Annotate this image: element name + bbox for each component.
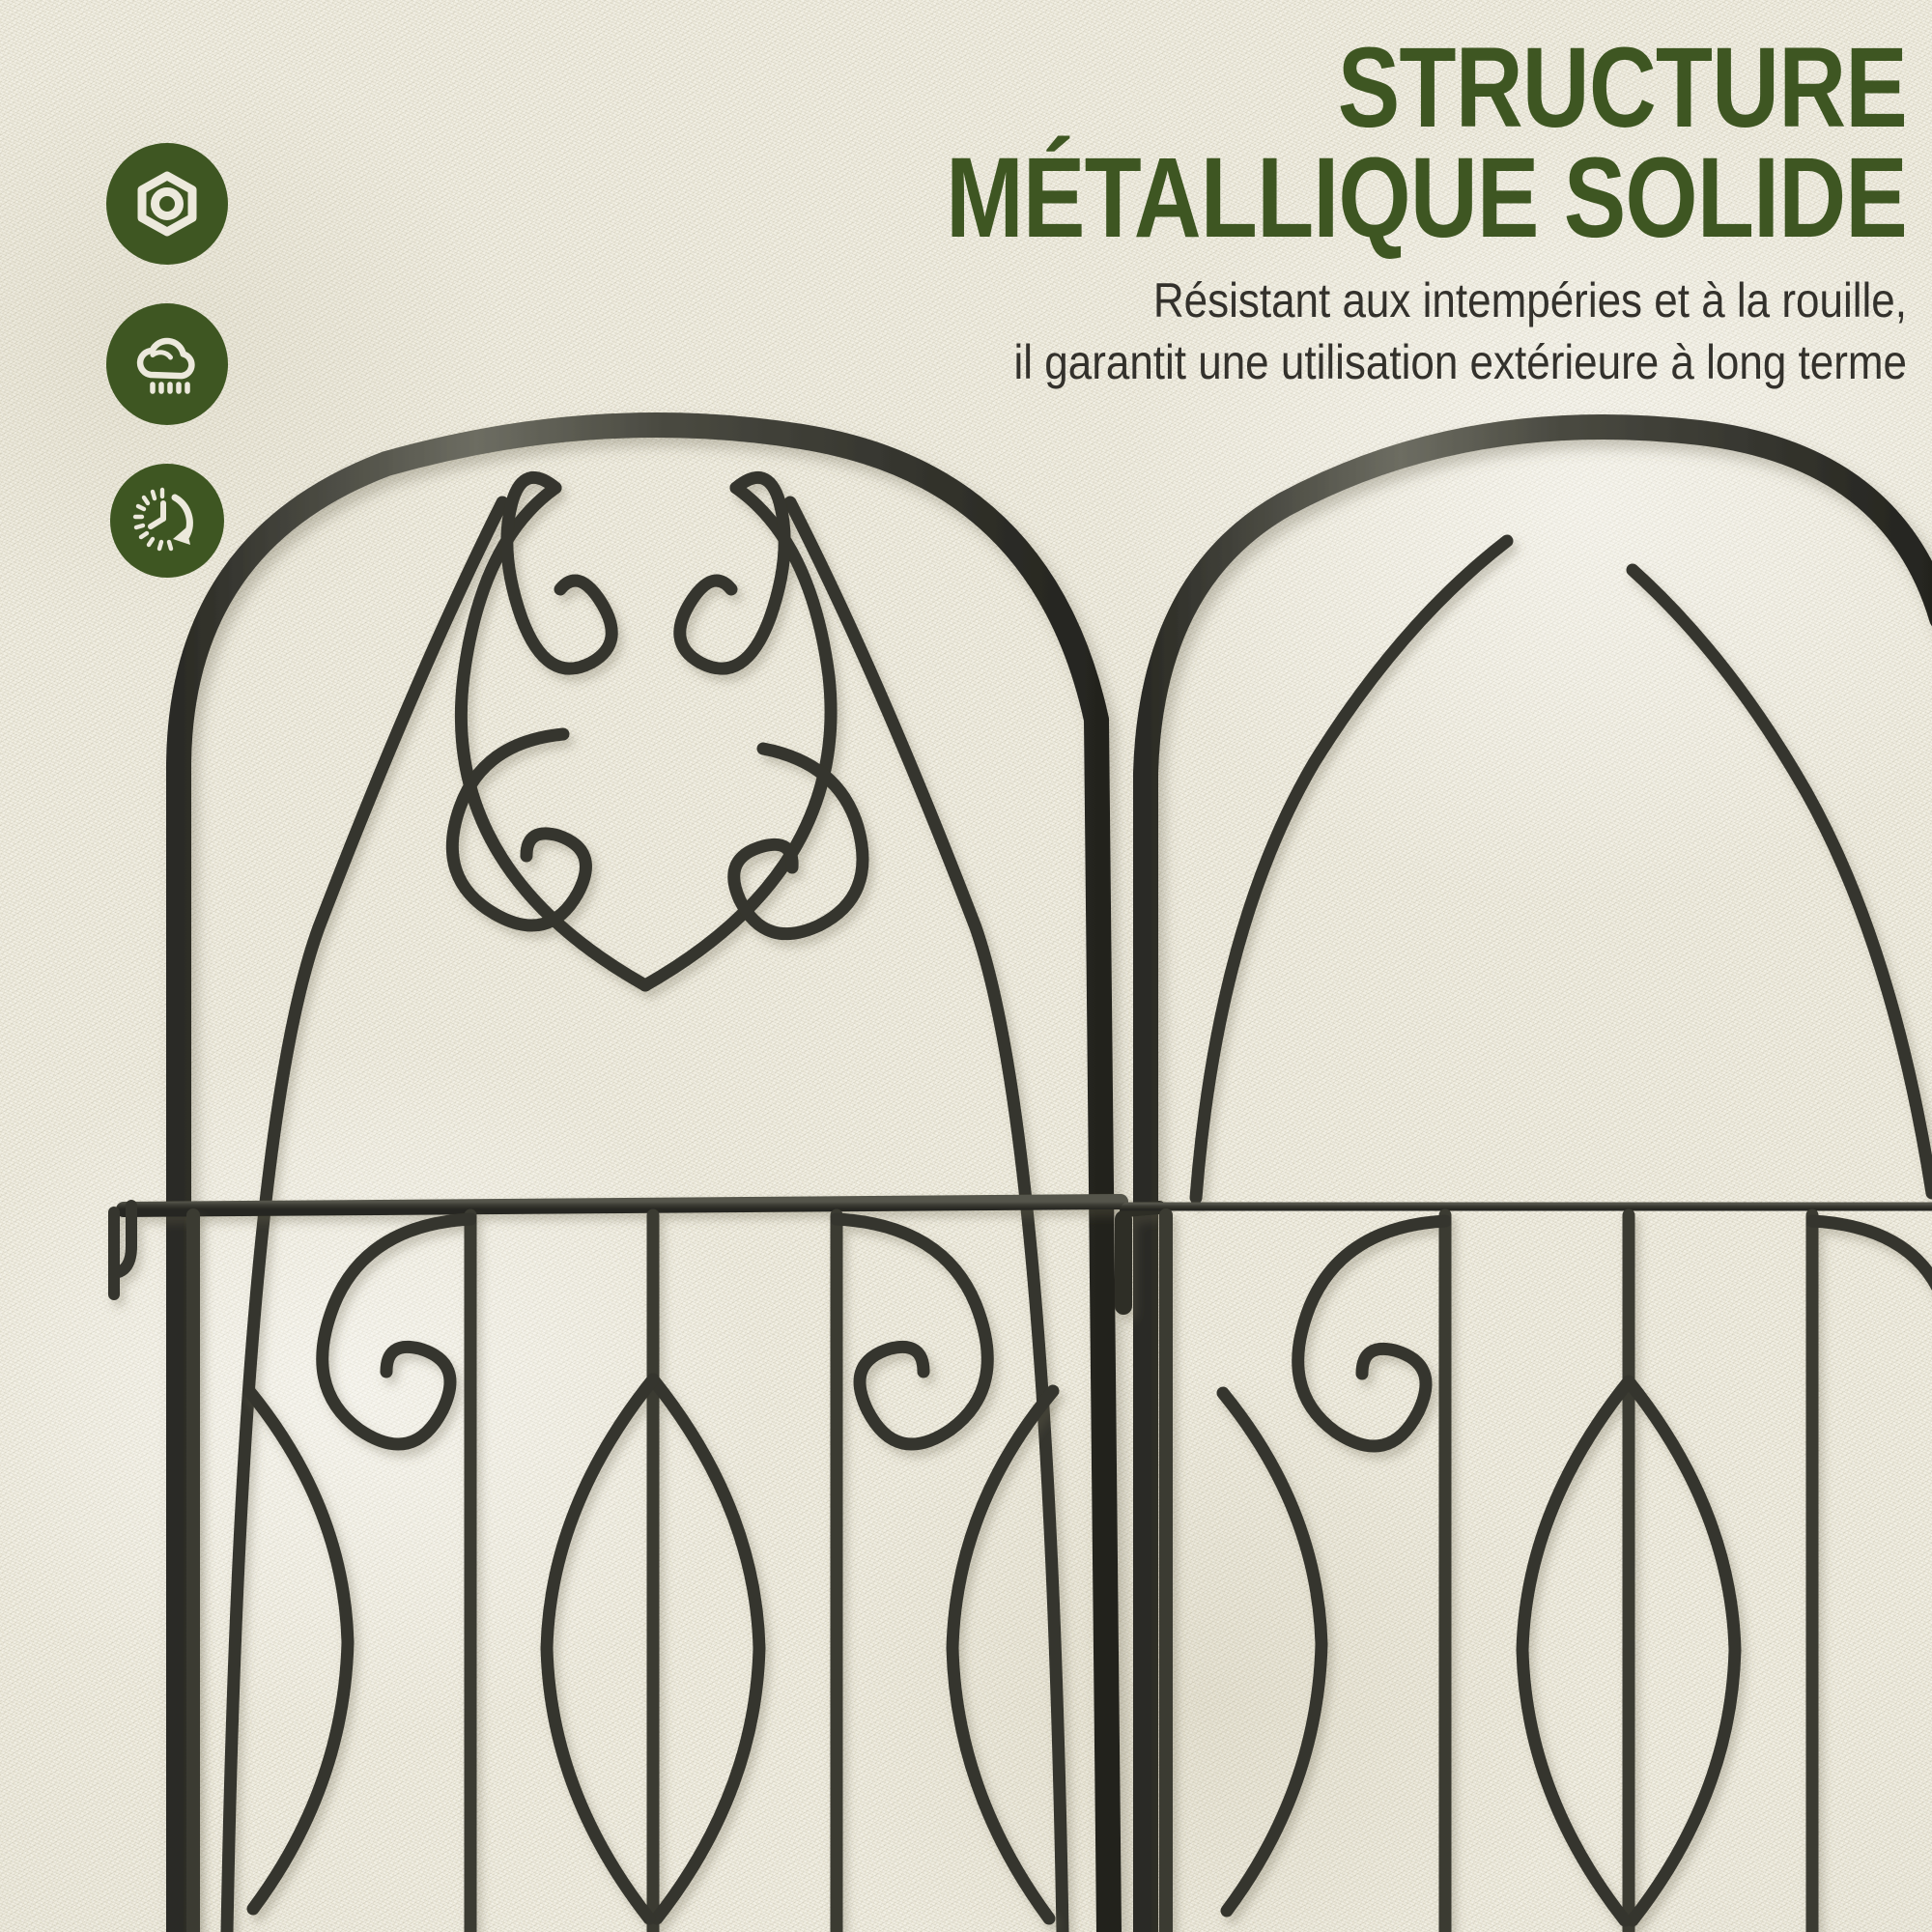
fence-panel-left-ornament [220,471,1069,1932]
clock-arrow-icon [130,484,204,557]
fence-panel-right-ornament [1189,534,1932,1205]
subtitle-line-2: il garantit une utilisation extérieure à… [1013,334,1907,389]
feature-icon-weather-resistant[interactable] [106,303,228,425]
page-title: STRUCTURE MÉTALLIQUE SOLIDE [782,31,1908,263]
title-line-1: STRUCTURE [1337,24,1908,152]
fence-panel-right [1133,413,1932,1932]
fence-rail-right [1121,1196,1932,1217]
fence-panel-left [166,412,1122,1932]
headline-block: STRUCTURE MÉTALLIQUE SOLIDE Résistant au… [535,31,1908,393]
feature-icon-list [106,143,234,616]
subtitle: Résistant aux intempéries et à la rouill… [699,270,1907,393]
hex-nut-bolt-icon [130,167,204,241]
fence-rail-left [108,1194,1128,1300]
feature-icon-solid-metal[interactable] [106,143,228,265]
rain-cloud-icon [129,327,205,402]
title-line-2: MÉTALLIQUE SOLIDE [946,134,1908,263]
subtitle-line-1: Résistant aux intempéries et à la rouill… [1152,272,1907,327]
feature-icon-long-term-durability[interactable] [110,464,224,578]
fence-lower-lattice-right [1159,1208,1932,1932]
fence-lower-lattice-left [186,1208,1060,1932]
